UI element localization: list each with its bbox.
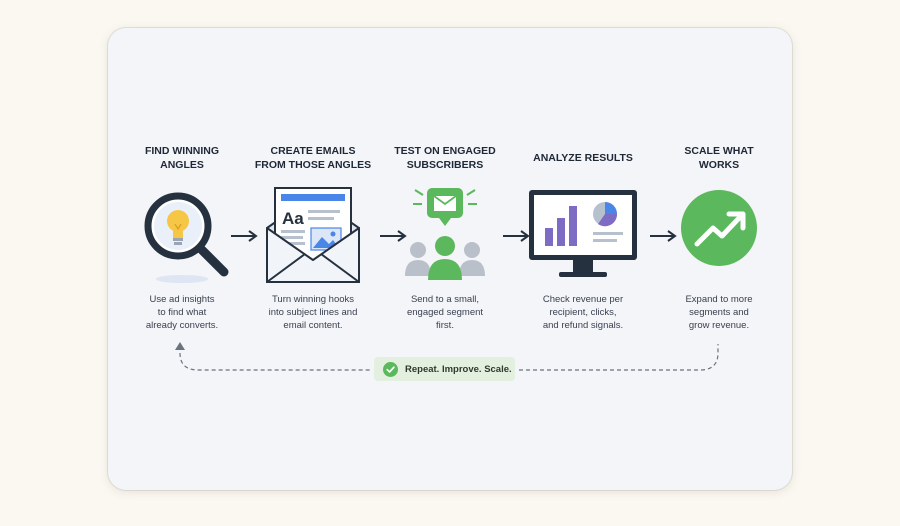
check-circle-icon [383,361,398,377]
magnifier-lightbulb-icon [144,192,229,283]
step-title: SCALE WHAT WORKS [684,145,754,171]
step-description: Check revenue per recipient, clicks, and… [542,294,624,331]
arrow-right-icon [380,230,407,242]
loop-line-right [519,344,719,371]
step-description: Expand to more segments and grow revenue… [685,294,753,331]
step-title: TEST ON ENGAGED SUBSCRIBERS [394,145,496,171]
arrow-right-icon [503,230,530,242]
step-title: CREATE EMAILS FROM THOSE ANGLES [254,145,372,171]
svg-text:Aa: Aa [282,209,304,228]
arrow-right-icon [231,230,258,242]
step-title: ANALYZE RESULTS [533,152,633,164]
loop-arrowhead [175,342,185,350]
step-description: Send to a small, engaged segment first. [406,294,484,331]
email-envelope-icon: Aa [266,187,360,283]
process-card: FIND WINNING ANGLES Use ad insights to f… [108,28,792,490]
audience-mail-icon [405,188,485,280]
step-title: FIND WINNING ANGLES [144,145,220,171]
step-description: Use ad insights to find what already con… [145,294,219,331]
repeat-loop-badge: Repeat. Improve. Scale. [374,357,515,381]
monitor-chart-icon [529,190,637,277]
loop-label: Repeat. Improve. Scale. [405,363,512,375]
step-description: Turn winning hooks into subject lines an… [268,294,358,331]
arrow-right-icon [650,230,677,242]
loop-connector [175,342,719,371]
loop-line-left [179,352,370,371]
growth-arrow-icon [681,190,757,266]
